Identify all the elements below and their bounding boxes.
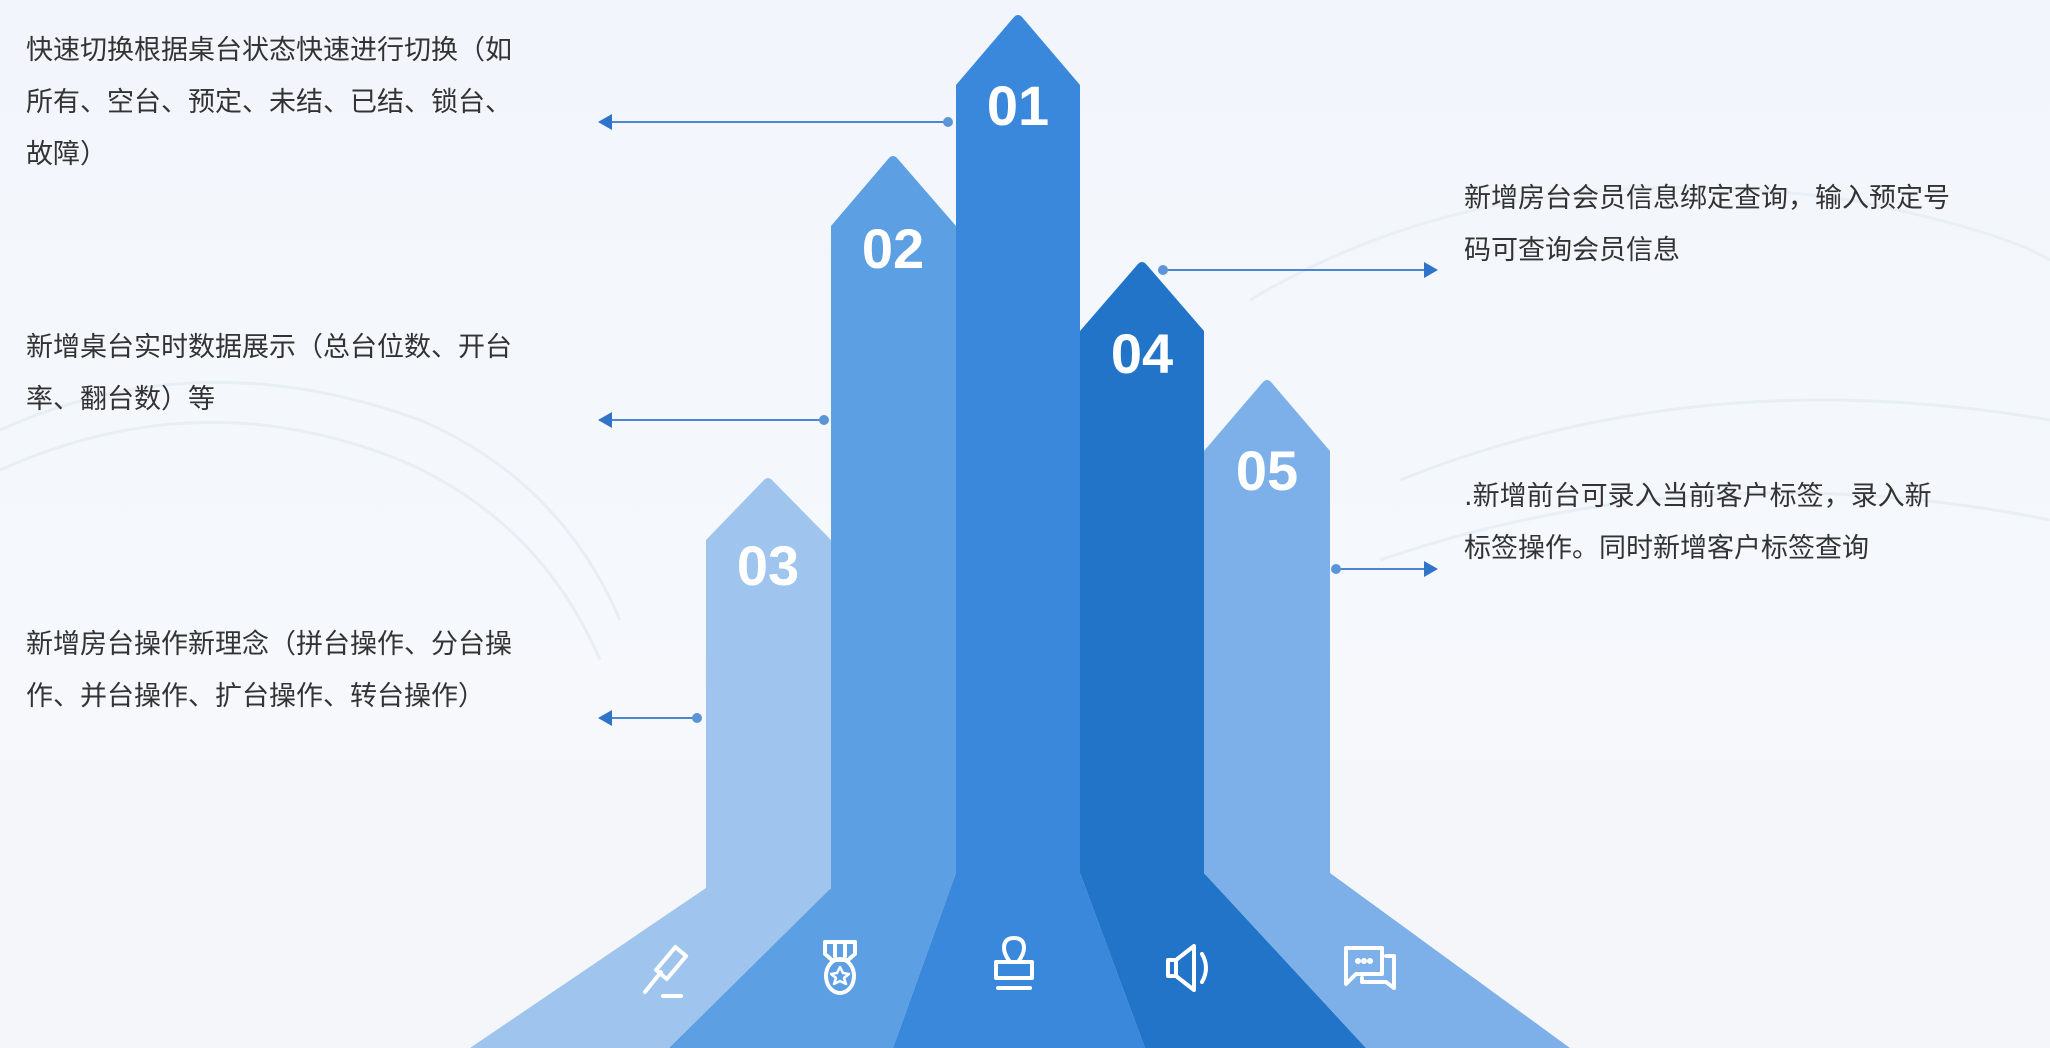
speaker-icon [1166, 944, 1208, 992]
item-05-line: 标签操作。同时新增客户标签查询 [1464, 533, 1869, 564]
item-01-line: 所有、空台、预定、未结、已结、锁台、 [26, 87, 512, 118]
pillar-02 [831, 156, 956, 874]
item-01-description: 快速切换根据桌台状态快速进行切换（如 所有、空台、预定、未结、已结、锁台、 故障… [26, 25, 512, 181]
item-01-line: 故障） [26, 139, 107, 170]
number-04: 04 [1111, 322, 1173, 385]
item-02-line: 新增桌台实时数据展示（总台位数、开台 [26, 332, 512, 363]
item-03-line: 新增房台操作新理念（拼台操作、分台操 [26, 629, 512, 660]
connector-04 [1158, 262, 1438, 278]
pillar-03 [706, 478, 831, 889]
item-02-description: 新增桌台实时数据展示（总台位数、开台 率、翻台数）等 [26, 322, 512, 426]
connector-02 [598, 412, 829, 428]
item-03-line: 作、并台操作、扩台操作、转台操作） [26, 681, 485, 712]
item-04-description: 新增房台会员信息绑定查询，输入预定号 码可查询会员信息 [1464, 173, 1950, 277]
item-05-description: .新增前台可录入当前客户标签，录入新 标签操作。同时新增客户标签查询 [1464, 471, 1932, 575]
item-05-line: .新增前台可录入当前客户标签，录入新 [1464, 481, 1932, 512]
pillar-04 [1080, 262, 1204, 874]
connector-01 [598, 114, 953, 130]
item-01-line: 快速切换根据桌台状态快速进行切换（如 [26, 35, 512, 66]
connector-05 [1331, 561, 1438, 577]
pillar-05 [1204, 380, 1330, 874]
item-02-line: 率、翻台数）等 [26, 384, 215, 415]
gavel-icon [643, 945, 689, 998]
item-03-description: 新增房台操作新理念（拼台操作、分台操 作、并台操作、扩台操作、转台操作） [26, 619, 512, 723]
base-02 [669, 873, 956, 1048]
pillar-01 [956, 15, 1080, 874]
number-03: 03 [737, 534, 799, 597]
base-04 [1080, 873, 1366, 1048]
item-04-line: 新增房台会员信息绑定查询，输入预定号 [1464, 183, 1950, 214]
item-04-line: 码可查询会员信息 [1464, 235, 1680, 266]
medal-icon [823, 940, 857, 995]
stamp-icon [994, 936, 1034, 990]
base-05 [1204, 873, 1570, 1048]
base-03 [470, 888, 831, 1048]
number-01: 01 [987, 74, 1049, 137]
connector-03 [598, 710, 702, 726]
chat-icon [1344, 946, 1396, 990]
number-05: 05 [1236, 439, 1298, 502]
number-02: 02 [862, 217, 924, 280]
